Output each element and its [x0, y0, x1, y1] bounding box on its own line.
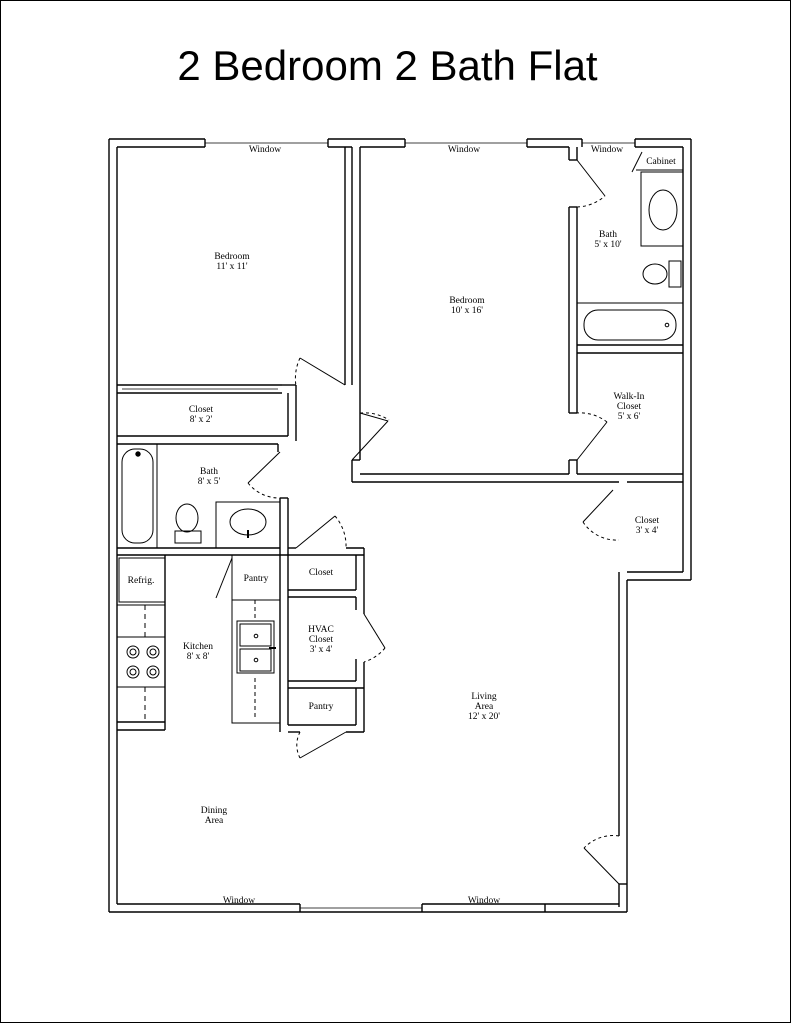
small-closet-label: Closet — [309, 568, 334, 578]
bedroom2-name: Bedroom — [449, 296, 485, 306]
window-label-top-left: Window — [249, 145, 281, 155]
bath2-size: 8' x 5' — [198, 477, 221, 487]
walkin-size: 5' x 6' — [618, 412, 641, 422]
kitchen-name: Kitchen — [183, 642, 213, 652]
hvac-name-line2: Closet — [309, 635, 334, 645]
walkin-name-line2: Closet — [617, 402, 642, 412]
closet2-size: 3' x 4' — [636, 526, 659, 536]
doors — [122, 159, 620, 885]
window-label-bottom-right: Window — [468, 896, 500, 906]
closet1-name: Closet — [189, 405, 214, 415]
window-label-bottom-left: Window — [223, 896, 255, 906]
walkin-name-line1: Walk-In — [614, 392, 645, 402]
room-labels: Window Window Window Cabinet Bedroom 11'… — [128, 145, 676, 906]
window-label-top-middle: Window — [448, 145, 480, 155]
floor-plan-title: 2 Bedroom 2 Bath Flat — [177, 42, 598, 89]
hvac-name-line1: HVAC — [308, 625, 334, 635]
hvac-size: 3' x 4' — [310, 645, 333, 655]
living-name-line2: Area — [475, 702, 494, 712]
closet1-size: 8' x 2' — [190, 415, 213, 425]
living-size: 12' x 20' — [468, 712, 500, 722]
living-name-line1: Living — [471, 692, 497, 702]
bath1-name: Bath — [599, 230, 617, 240]
bedroom2-size: 10' x 16' — [451, 306, 483, 316]
dining-name-line2: Area — [205, 816, 224, 826]
pantry2-label: Pantry — [309, 702, 334, 712]
kitchen-size: 8' x 8' — [187, 652, 210, 662]
bedroom1-size: 11' x 11' — [216, 262, 248, 272]
bedroom1-name: Bedroom — [214, 252, 250, 262]
dining-name-line1: Dining — [201, 806, 228, 816]
fixtures — [116, 151, 684, 724]
bath2-name: Bath — [200, 467, 218, 477]
cabinet-label: Cabinet — [646, 157, 676, 167]
closet2-name: Closet — [635, 516, 660, 526]
refrigerator-label: Refrig. — [128, 575, 155, 586]
window-label-top-right: Window — [591, 145, 623, 155]
pantry1-label: Pantry — [244, 574, 269, 584]
bath1-size: 5' x 10' — [594, 240, 621, 250]
